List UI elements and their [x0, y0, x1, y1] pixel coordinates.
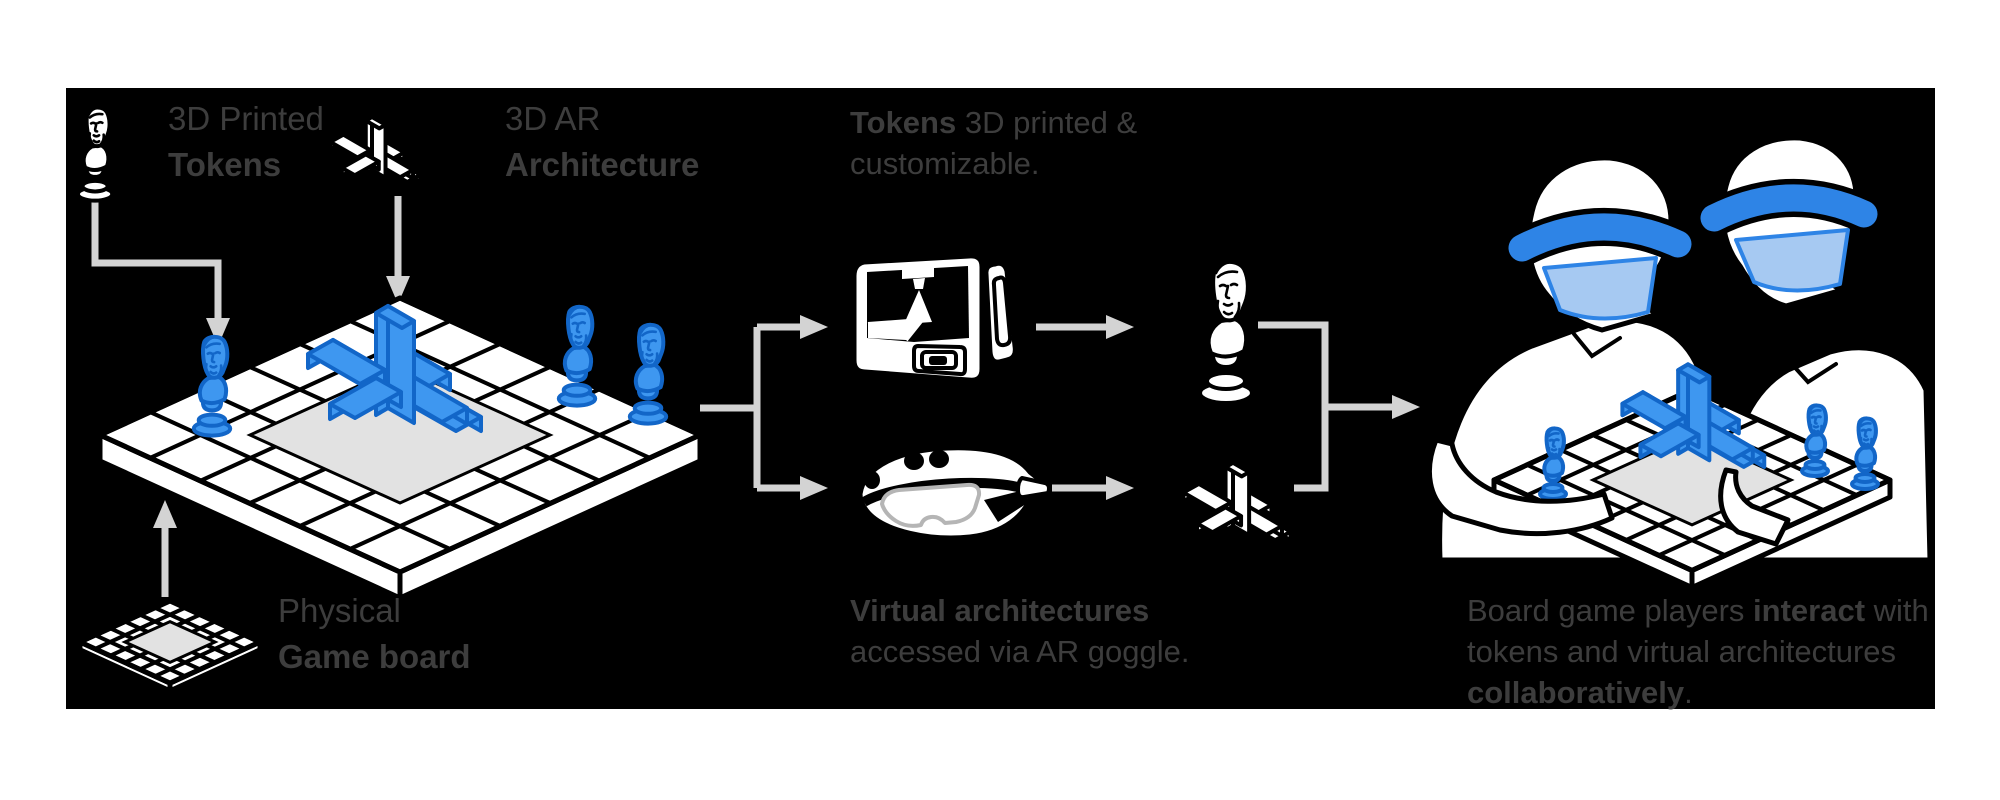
- flow-arrows-left: [91, 196, 410, 597]
- label-line-bold: Tokens: [168, 146, 282, 183]
- physical-game-board-scene: [100, 298, 700, 598]
- caption-rest: 3D printed &: [956, 105, 1138, 140]
- 3d-printer-icon: [851, 253, 1018, 383]
- token-bust: [557, 305, 597, 408]
- caption-bold: Tokens: [850, 105, 957, 140]
- printed-tokens-bust-icon: [76, 106, 114, 203]
- token-bust: [628, 323, 668, 426]
- printed-bust-output-icon: [1198, 259, 1254, 405]
- label-3d-printed-tokens: 3D Printed Tokens: [168, 96, 324, 188]
- player-right-arm: [1718, 467, 1791, 547]
- token-bust: [192, 335, 232, 438]
- label-physical-game-board: Physical Game board: [278, 588, 471, 680]
- game-board-icon: [79, 600, 261, 692]
- virtual-architecture-output-icon: [1182, 461, 1292, 542]
- flow-arrows-middle: [700, 315, 1420, 500]
- label-line-bold: Architecture: [505, 146, 700, 183]
- caption-players-interact: Board game players interact with tokens …: [1467, 593, 1929, 710]
- hololens-icon: [857, 445, 1051, 541]
- arrow-tokens-to-board: [91, 202, 222, 318]
- caption-bold: Virtual architectures: [850, 593, 1150, 628]
- caption-line: accessed via AR goggle.: [850, 634, 1190, 669]
- players-with-goggles-icon: [1427, 135, 1933, 590]
- label-line: 3D AR: [505, 100, 601, 137]
- ar-architecture-icon: [329, 115, 422, 184]
- label-line: 3D Printed: [168, 100, 324, 137]
- label-line: Physical: [278, 592, 401, 629]
- caption-line: tokens and virtual architectures: [1467, 634, 1897, 669]
- caption-virtual-architectures: Virtual architectures accessed via AR go…: [850, 590, 1190, 672]
- caption-tokens-printed: Tokens 3D printed & customizable.: [850, 102, 1137, 184]
- caption-line: customizable.: [850, 146, 1040, 181]
- label-3d-ar-architecture: 3D AR Architecture: [505, 96, 699, 188]
- player-left-arm: [1427, 437, 1615, 537]
- label-line-bold: Game board: [278, 638, 471, 675]
